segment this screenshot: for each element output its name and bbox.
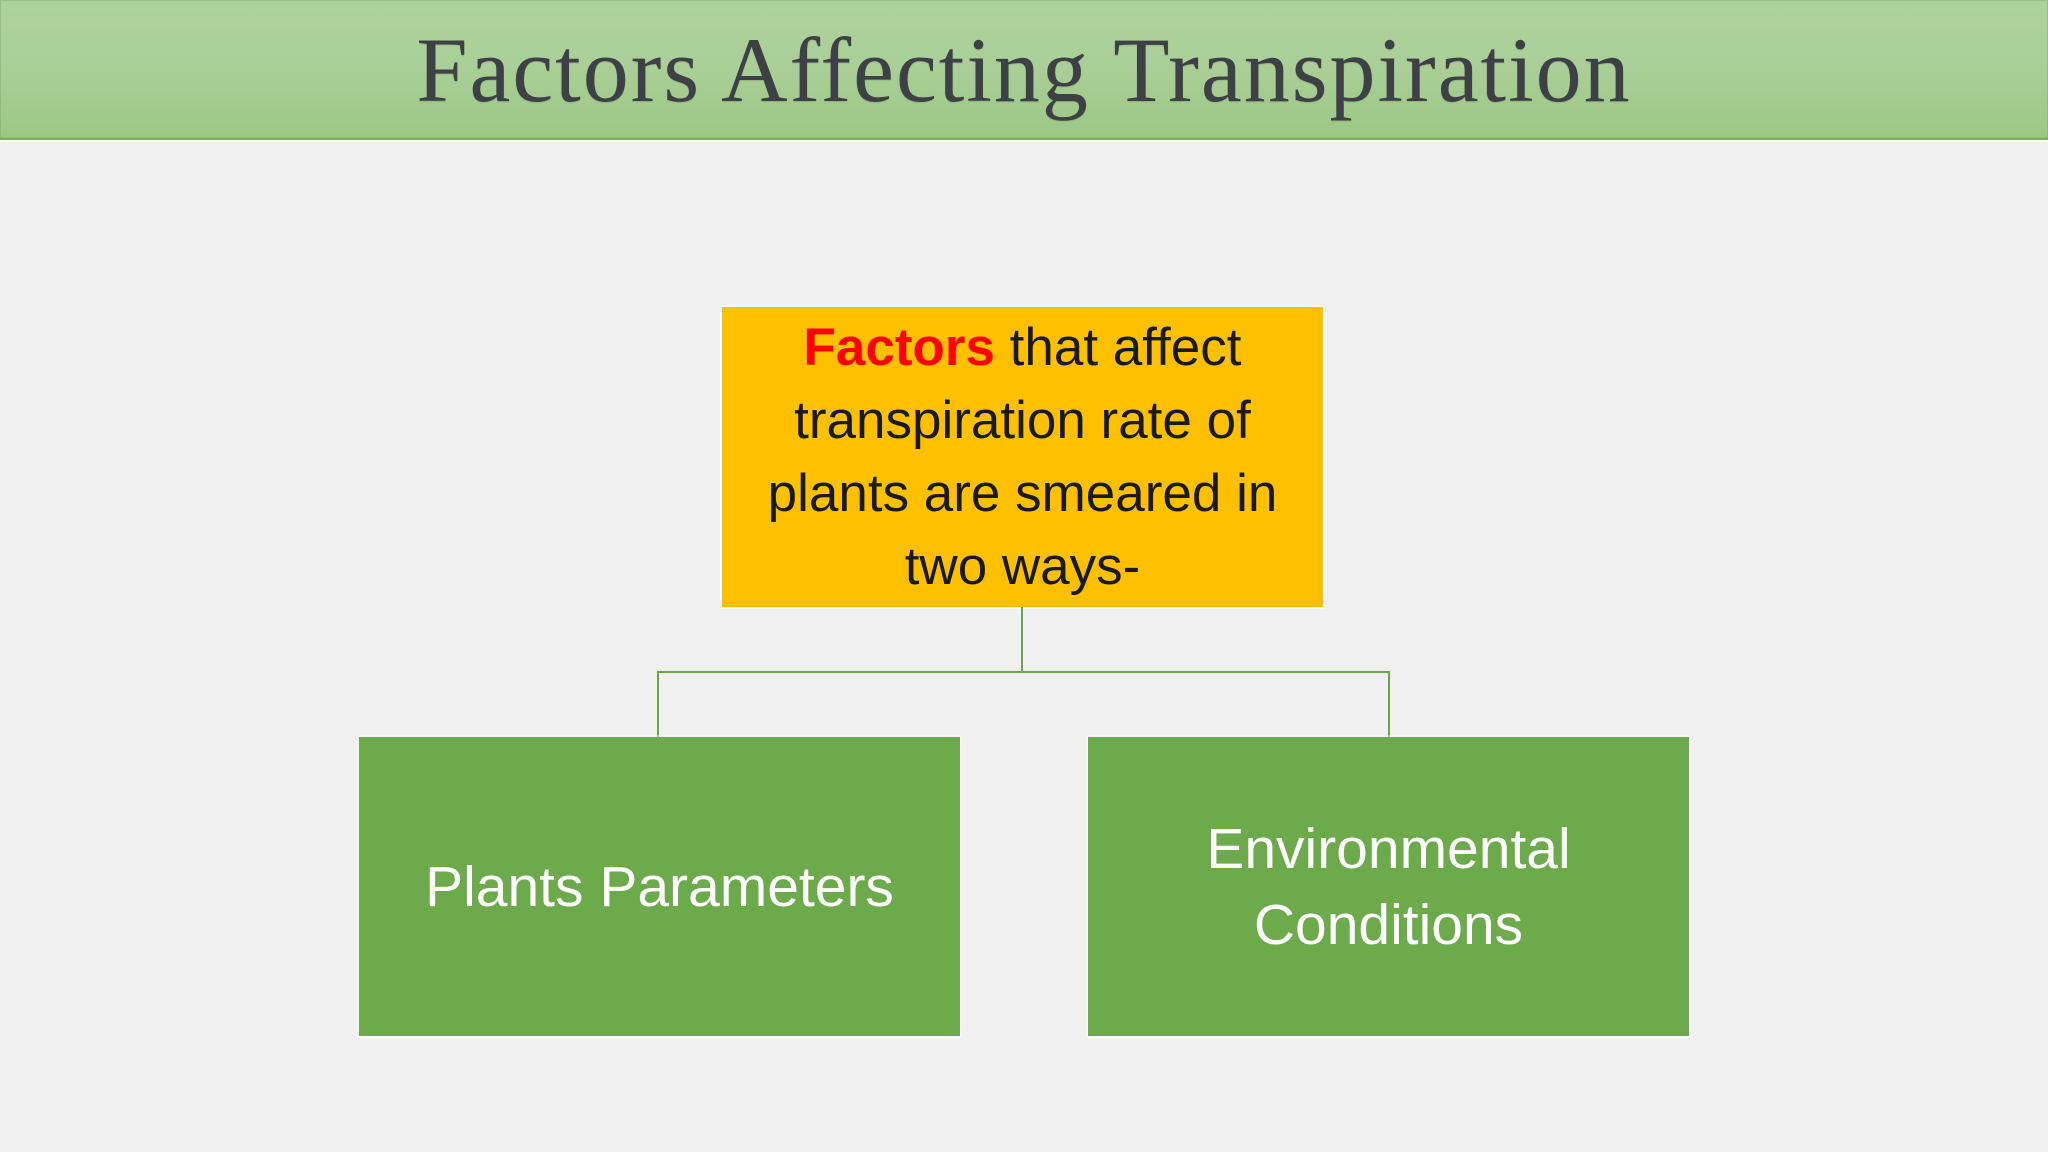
connector-left-drop bbox=[657, 671, 659, 737]
root-node-text-line2: transpiration rate of bbox=[794, 391, 1251, 450]
child-node-label: Environmental Conditions bbox=[1206, 816, 1571, 957]
slide-title: Factors Affecting Transpiration bbox=[416, 19, 1632, 121]
connector-stem bbox=[1021, 607, 1023, 672]
child-node-environmental-conditions: Environmental Conditions bbox=[1088, 737, 1689, 1036]
root-node-text-line3: plants are smeared in bbox=[767, 464, 1278, 523]
child-node-label: Plants Parameters bbox=[425, 854, 894, 919]
connector-right-drop bbox=[1388, 671, 1390, 737]
root-node-text-line1: Factors that affect bbox=[804, 311, 1242, 384]
child-node-plants-parameters: Plants Parameters bbox=[359, 737, 960, 1036]
root-node-text-line4: two ways- bbox=[904, 537, 1141, 596]
title-banner: Factors Affecting Transpiration bbox=[0, 0, 2048, 140]
root-node-box: Factors that affect transpiration rate o… bbox=[722, 307, 1323, 607]
root-text-line1-rest: that affect bbox=[994, 318, 1242, 377]
root-highlight-text: Factors bbox=[803, 318, 995, 377]
connector-horizontal bbox=[657, 671, 1390, 673]
